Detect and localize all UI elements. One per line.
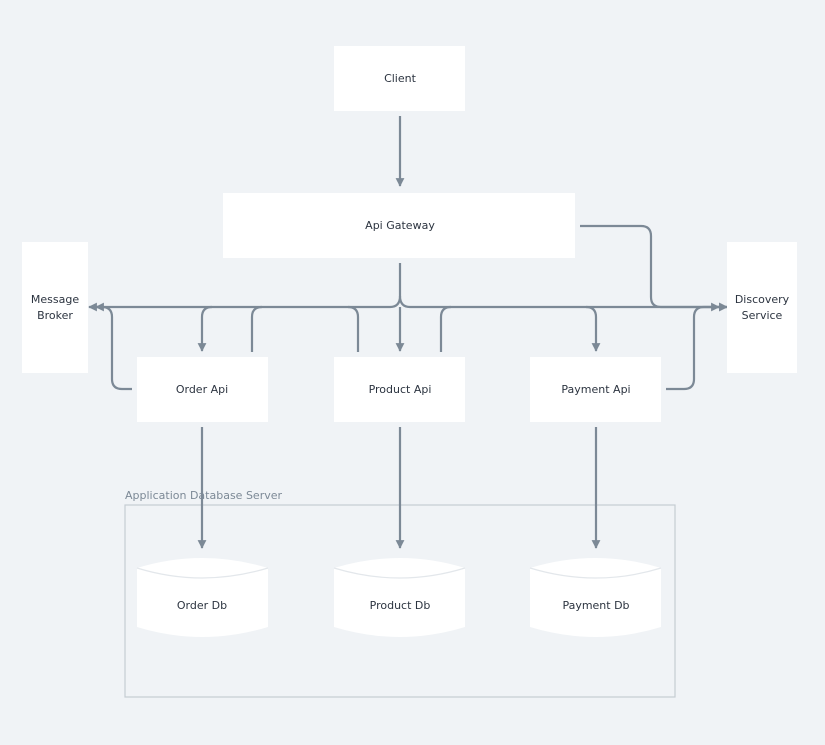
node-payment-api[interactable]: Payment Api: [530, 357, 661, 422]
payment-db-label: Payment Db: [562, 599, 629, 612]
edge-payment-api-to-discovery: [666, 302, 728, 391]
node-api-gateway[interactable]: Api Gateway: [223, 193, 575, 258]
edge-bus-to-order-api: [197, 305, 213, 352]
edge-order-api-up: [250, 305, 263, 352]
edge-gateway-bus-right: [398, 295, 720, 312]
product-db-label: Product Db: [370, 599, 431, 612]
group-label: Application Database Server: [125, 489, 282, 502]
node-product-db[interactable]: Product Db: [333, 558, 466, 637]
api-gateway-label: Api Gateway: [365, 219, 435, 232]
node-message-broker[interactable]: Message Broker: [22, 242, 88, 373]
node-client[interactable]: Client: [334, 46, 465, 111]
edge-gateway-bus: [95, 263, 402, 312]
edge-gateway-to-discovery: [580, 224, 728, 312]
edges: [88, 116, 728, 549]
message-broker-label-line2: Broker: [37, 309, 73, 322]
payment-api-label: Payment Api: [561, 383, 630, 396]
order-api-label: Order Api: [176, 383, 228, 396]
node-payment-db[interactable]: Payment Db: [529, 558, 662, 637]
edge-product-api-up-left: [347, 305, 360, 352]
discovery-service-label-line2: Service: [742, 309, 783, 322]
node-order-db[interactable]: Order Db: [136, 558, 269, 637]
discovery-service-label-line1: Discovery: [735, 293, 790, 306]
message-broker-label-line1: Message: [31, 293, 79, 306]
edge-product-api-up-right: [439, 305, 452, 352]
node-order-api[interactable]: Order Api: [137, 357, 268, 422]
order-db-label: Order Db: [177, 599, 227, 612]
edge-bus-to-payment-api: [585, 305, 601, 352]
node-product-api[interactable]: Product Api: [334, 357, 465, 422]
edge-order-api-to-broker: [88, 302, 132, 391]
product-api-label: Product Api: [369, 383, 432, 396]
node-discovery-service[interactable]: Discovery Service: [727, 242, 797, 373]
client-label: Client: [384, 72, 417, 85]
